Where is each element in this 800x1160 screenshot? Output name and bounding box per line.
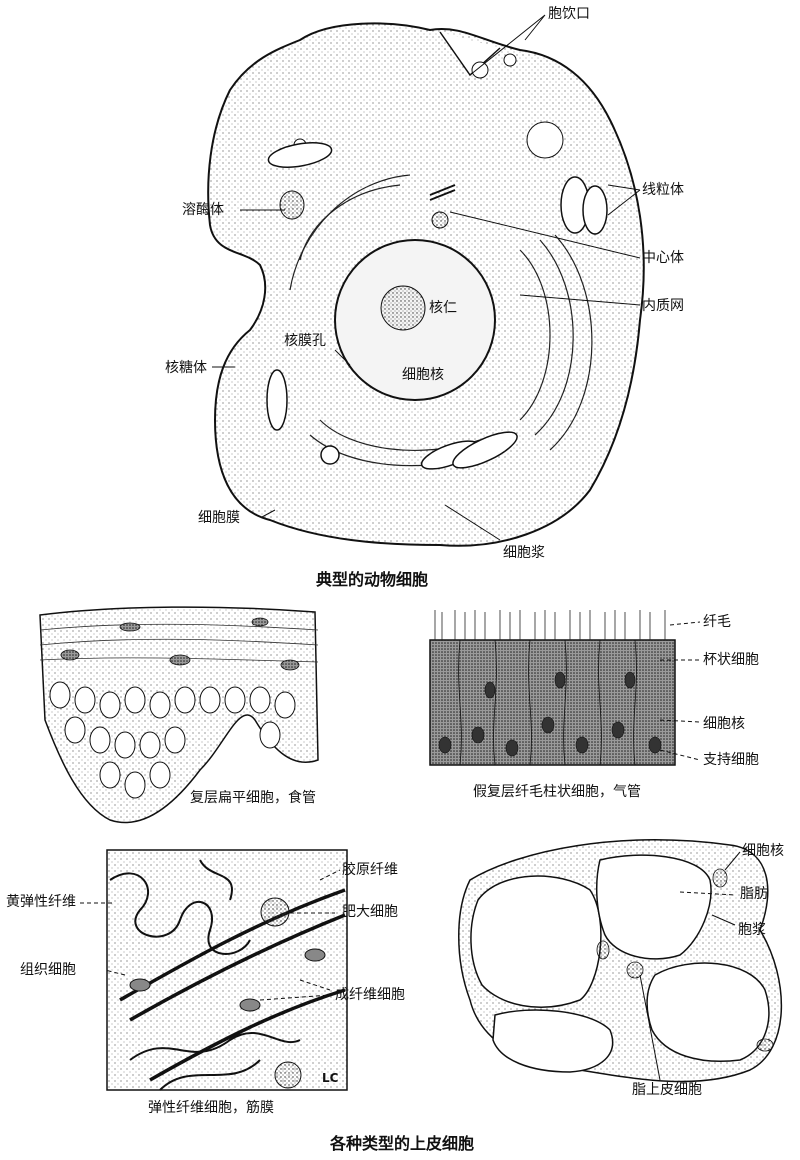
adipose-caption: 脂上皮细胞 bbox=[632, 1082, 702, 1098]
animal-cell-caption: 典型的动物细胞 bbox=[316, 570, 429, 589]
ciliated-caption: 假复层纤毛柱状细胞，气管 bbox=[473, 784, 641, 800]
page-bottom-title: 各种类型的上皮细胞 bbox=[330, 1134, 475, 1153]
label-centrosome: 中心体 bbox=[642, 250, 684, 266]
squamous-epithelium-diagram bbox=[39, 606, 319, 824]
label-support: 支持细胞 bbox=[703, 752, 759, 768]
label-nucleus: 细胞核 bbox=[402, 367, 444, 383]
ciliated-epithelium-diagram bbox=[429, 610, 701, 766]
label-mast: 肥大细胞 bbox=[342, 904, 398, 920]
artist-signature: LC bbox=[322, 1071, 339, 1085]
mast-cell bbox=[260, 897, 290, 927]
label-mitochondria: 线粒体 bbox=[642, 182, 684, 198]
label-ribosome: 核糖体 bbox=[165, 360, 207, 376]
connective-tissue-diagram bbox=[80, 849, 348, 1091]
squamous-caption: 复层扁平细胞，食管 bbox=[190, 790, 316, 806]
lysosome bbox=[279, 190, 305, 220]
label-cilia: 纤毛 bbox=[703, 614, 731, 630]
centrosome bbox=[431, 211, 449, 229]
label-nuclear-pore: 核膜孔 bbox=[284, 333, 326, 349]
connective-caption: 弹性纤维细胞，筋膜 bbox=[148, 1100, 274, 1116]
label-fibroblast: 成纤维细胞 bbox=[335, 987, 405, 1003]
label-adipose-nucleus: 细胞核 bbox=[742, 843, 784, 859]
label-pinocytosis: 胞饮口 bbox=[548, 6, 590, 22]
label-er: 内质网 bbox=[642, 298, 684, 314]
label-membrane: 细胞膜 bbox=[198, 510, 240, 526]
label-collagen: 胶原纤维 bbox=[342, 862, 398, 878]
label-goblet: 杯状细胞 bbox=[703, 652, 759, 668]
label-yellow-elastic: 黄弹性纤维 bbox=[6, 894, 76, 910]
label-ciliated-nucleus: 细胞核 bbox=[703, 716, 745, 732]
label-adipose-cytoplasm: 胞浆 bbox=[738, 922, 766, 938]
animal-cell-diagram bbox=[207, 14, 645, 547]
label-histiocyte: 组织细胞 bbox=[20, 962, 76, 978]
adipose-tissue-diagram bbox=[458, 839, 783, 1083]
label-lysosome: 溶酶体 bbox=[182, 202, 224, 218]
nucleolus bbox=[380, 285, 426, 331]
label-cytoplasm: 细胞浆 bbox=[503, 545, 545, 561]
label-nucleolus: 核仁 bbox=[429, 300, 457, 316]
label-fat: 脂肪 bbox=[740, 886, 768, 902]
